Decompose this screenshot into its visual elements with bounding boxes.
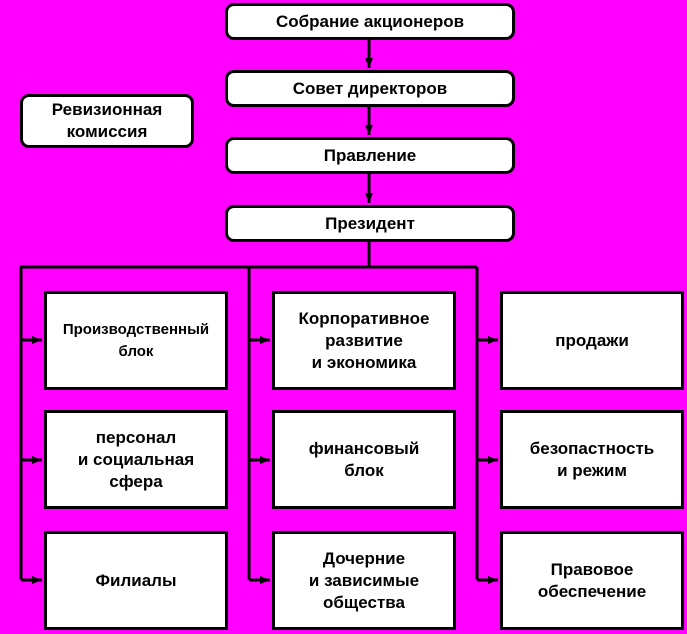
corporate-development-box: Корпоративное развитие и экономика (272, 291, 456, 390)
board-of-directors-box: Совет директоров (225, 70, 515, 107)
sales-box: продажи (500, 291, 684, 390)
production-block-box: Производственный блок (44, 291, 228, 390)
security-box: безопастность и режим (500, 410, 684, 509)
personnel-box: персонал и социальная сфера (44, 410, 228, 509)
president-box: Президент (225, 205, 515, 242)
shareholders-meeting-box: Собрание акционеров (225, 3, 515, 40)
audit-commission-box: Ревизионная комиссия (20, 94, 194, 148)
management-board-box: Правление (225, 137, 515, 174)
legal-box: Правовое обеспечение (500, 531, 684, 630)
branches-box: Филиалы (44, 531, 228, 630)
subsidiaries-box: Дочерние и зависимые общества (272, 531, 456, 630)
finance-block-box: финансовый блок (272, 410, 456, 509)
